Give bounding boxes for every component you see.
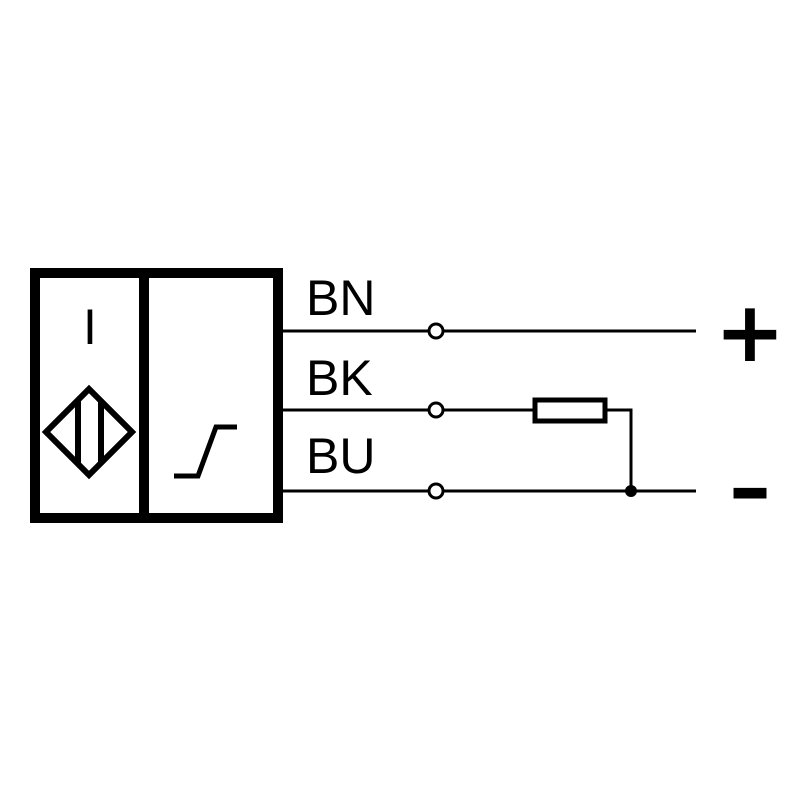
junction-node (625, 485, 637, 497)
wire-label-bk: BK (306, 350, 373, 406)
minus-terminal-label: – (729, 438, 771, 536)
terminal-bu (427, 482, 445, 500)
inductive-sensor-icon (41, 384, 137, 480)
sensor-outer-frame (30, 268, 283, 523)
sensor-type-label: I (83, 299, 97, 355)
terminal-bk (427, 401, 445, 419)
switching-curve-icon (174, 424, 237, 479)
wire-label-bu: BU (306, 428, 375, 484)
plus-terminal-label: + (715, 283, 785, 381)
wire-label-bn: BN (306, 270, 375, 326)
load-resistor (532, 397, 608, 424)
terminal-bn (427, 322, 445, 340)
sensor-housing (30, 268, 283, 523)
load-return-wire (605, 408, 633, 491)
